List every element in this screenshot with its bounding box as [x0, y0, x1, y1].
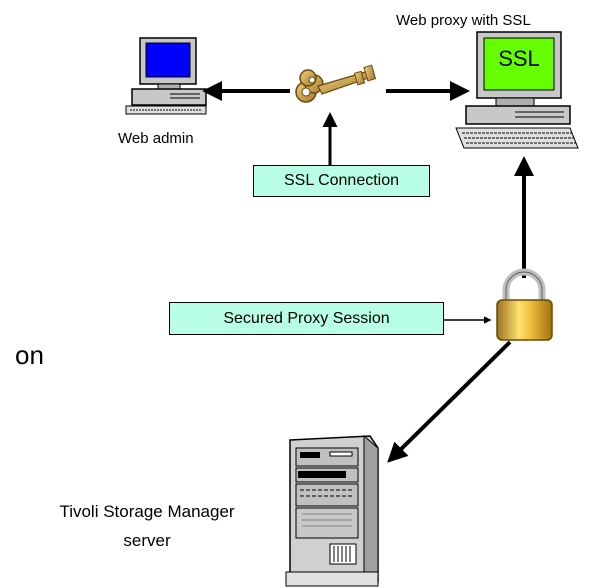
web-proxy-computer-icon	[455, 31, 579, 149]
ssl-connection-label: SSL Connection	[253, 165, 430, 197]
padlock-icon	[496, 268, 553, 341]
arrow-lock-to-server	[387, 340, 512, 463]
secured-proxy-session-label: Secured Proxy Session	[169, 302, 444, 335]
web-admin-label: Web admin	[118, 130, 194, 147]
key-icon	[295, 64, 377, 103]
tsm-server-label-line1: Tivoli Storage Manager	[59, 502, 235, 521]
proxy-screen-ssl-label: SSL	[498, 46, 540, 71]
server-icon	[285, 434, 379, 587]
tsm-server-label-line2: server	[123, 531, 171, 550]
web-proxy-label: Web proxy with SSL	[396, 12, 531, 29]
cut-off-text: on	[15, 340, 44, 370]
web-admin-computer-icon	[125, 37, 207, 115]
